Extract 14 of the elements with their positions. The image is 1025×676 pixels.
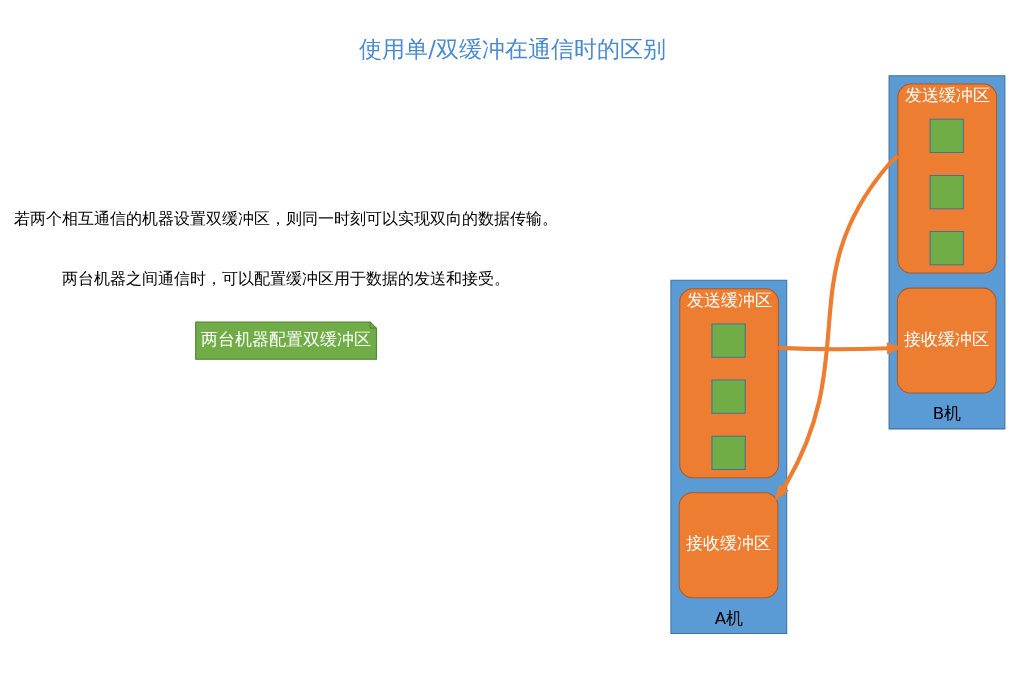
arrow [774,154,900,502]
node-box: 接收缓冲区 [678,492,779,599]
node-box [711,379,746,414]
node-box [711,323,746,358]
diagram-title: 使用单/双缓冲在通信时的区别 [359,35,666,62]
cluster: 发送缓冲区 [679,288,779,479]
cluster: 发送缓冲区 [897,83,998,274]
node-box [711,435,746,470]
node-box [929,174,964,210]
node-box [929,118,964,154]
label: 若两个相互通信的机器设置双缓冲区，则同一时刻可以实现双向的数据传输。 [14,209,559,228]
node-box [929,231,964,266]
label: 两台机器之间通信时，可以配置缓冲区用于数据的发送和接受。 [62,269,511,288]
node-box: 接收缓冲区 [896,287,997,394]
